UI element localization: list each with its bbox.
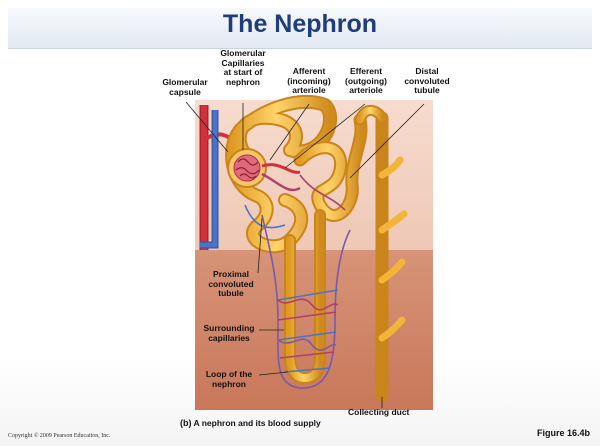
glomerulus bbox=[228, 149, 266, 187]
figure-caption: (b) A nephron and its blood supply bbox=[180, 418, 321, 428]
label-afferent-arteriole: Afferent (incoming) arteriole bbox=[278, 67, 340, 96]
label-collecting-duct: Collecting duct bbox=[348, 408, 409, 418]
label-surrounding-capillaries: Surrounding capillaries bbox=[196, 324, 262, 343]
caption-text: A nephron and its blood supply bbox=[194, 418, 321, 428]
label-efferent-arteriole: Efferent (outgoing) arteriole bbox=[335, 67, 397, 96]
caption-letter: (b) bbox=[180, 418, 192, 428]
label-glomerular-capillaries: Glomerular Capillaries at start of nephr… bbox=[208, 49, 278, 87]
figure-number: Figure 16.4b bbox=[537, 428, 590, 438]
label-distal-tubule: Distal convoluted tubule bbox=[396, 67, 458, 96]
label-loop-of-nephron: Loop of the nephron bbox=[198, 370, 260, 389]
label-proximal-tubule: Proximal convoluted tubule bbox=[200, 270, 262, 299]
copyright-notice: Copyright © 2009 Pearson Education, Inc. bbox=[8, 433, 110, 439]
